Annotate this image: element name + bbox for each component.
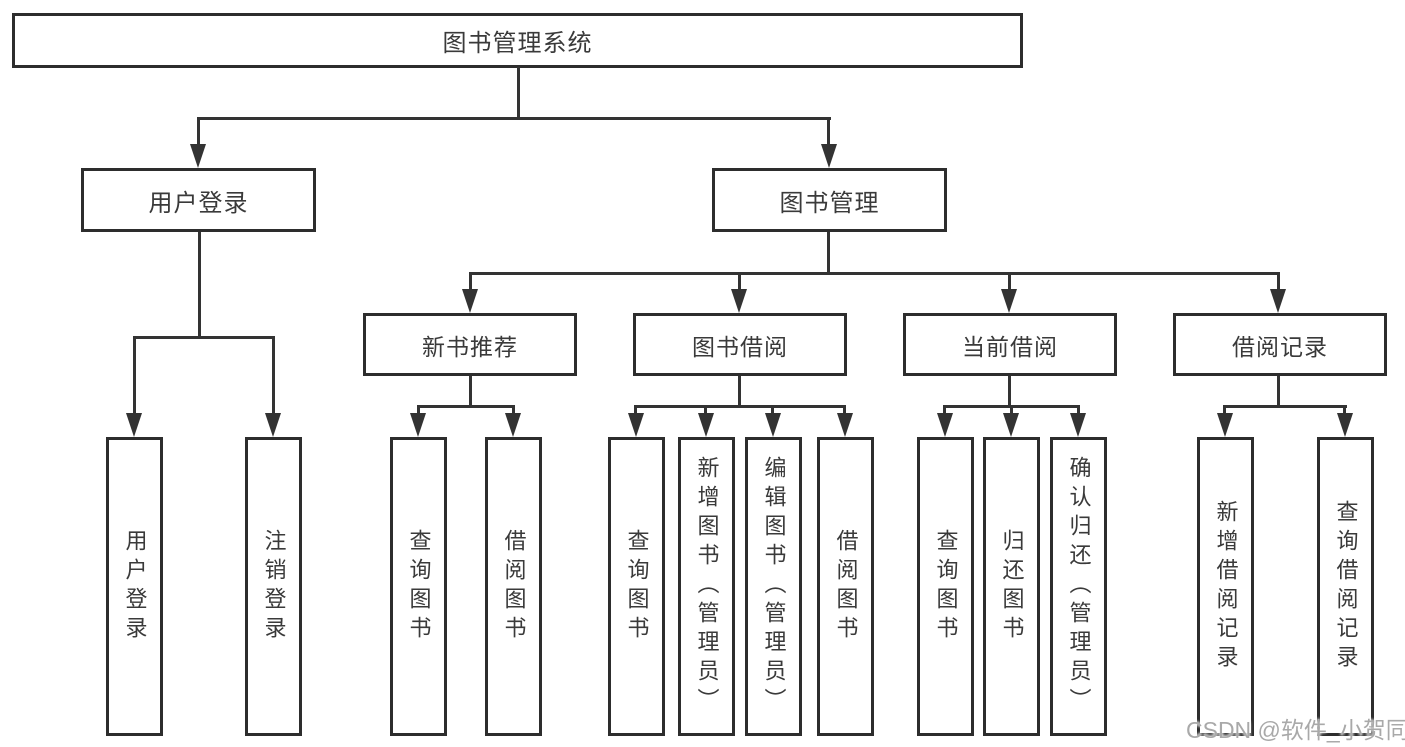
node-borrow-records-label: 借阅记录 bbox=[1232, 333, 1328, 360]
leaf-current-query-books: 查询图书 bbox=[917, 437, 974, 736]
connector-records-drop-1 bbox=[1223, 405, 1226, 415]
connector-l1-drop-right bbox=[827, 117, 830, 147]
leaf-borrow-edit-books-admin: 编辑图书（管理员） bbox=[745, 437, 802, 736]
leaf-current-confirm-return-admin-label: 确认归还（管理员） bbox=[1066, 456, 1092, 717]
connector-bookborrow-drop-1 bbox=[634, 405, 637, 415]
arrow-to-borrow-records bbox=[1270, 289, 1286, 313]
connector-records-stem bbox=[1277, 376, 1280, 407]
connector-l3-drop-newbooks bbox=[469, 272, 472, 291]
leaf-newbooks-query-books-label: 查询图书 bbox=[406, 528, 432, 645]
node-new-books-label: 新书推荐 bbox=[422, 333, 518, 360]
connector-userlogin-bar bbox=[133, 336, 275, 339]
connector-l3-drop-currentborrow bbox=[1008, 272, 1011, 291]
leaf-user-login: 用户登录 bbox=[106, 437, 163, 736]
arrow-to-bb-query bbox=[628, 413, 644, 437]
node-book-mgmt: 图书管理 bbox=[712, 168, 947, 232]
connector-userlogin-drop-2 bbox=[272, 336, 275, 414]
connector-currentborrow-drop-1 bbox=[943, 405, 946, 415]
arrow-to-br-add bbox=[1217, 413, 1233, 437]
arrow-to-current-borrow bbox=[1001, 289, 1017, 313]
leaf-logout: 注销登录 bbox=[245, 437, 302, 736]
node-user-login: 用户登录 bbox=[81, 168, 316, 232]
connector-l3-bar bbox=[469, 272, 1280, 275]
connector-newbooks-bar bbox=[417, 405, 515, 408]
leaf-newbooks-query-books: 查询图书 bbox=[390, 437, 447, 736]
leaf-user-login-label: 用户登录 bbox=[122, 528, 148, 645]
arrow-to-cb-query bbox=[937, 413, 953, 437]
arrow-to-cb-confirm bbox=[1070, 413, 1086, 437]
connector-currentborrow-drop-3 bbox=[1077, 405, 1080, 415]
node-book-borrow: 图书借阅 bbox=[633, 313, 847, 376]
connector-bookborrow-bar bbox=[634, 405, 846, 408]
leaf-borrow-query-books: 查询图书 bbox=[608, 437, 665, 736]
arrow-to-bb-edit bbox=[765, 413, 781, 437]
connector-records-bar bbox=[1224, 405, 1347, 408]
connector-l3-drop-records bbox=[1277, 272, 1280, 291]
connector-bookborrow-drop-3 bbox=[771, 405, 774, 415]
watermark: CSDN @软件_小贺同学 bbox=[1186, 717, 1405, 743]
leaf-borrow-add-books-admin-label: 新增图书（管理员） bbox=[694, 456, 720, 717]
connector-newbooks-drop-1 bbox=[417, 405, 420, 415]
leaf-current-query-books-label: 查询图书 bbox=[933, 528, 959, 645]
connector-newbooks-stem bbox=[469, 376, 472, 407]
node-new-books: 新书推荐 bbox=[363, 313, 577, 376]
node-current-borrow-label: 当前借阅 bbox=[962, 333, 1058, 360]
node-book-borrow-label: 图书借阅 bbox=[692, 333, 788, 360]
connector-bookborrow-drop-4 bbox=[843, 405, 846, 415]
arrow-to-bb-add bbox=[698, 413, 714, 437]
connector-records-drop-2 bbox=[1343, 405, 1346, 415]
leaf-newbooks-borrow-books-label: 借阅图书 bbox=[501, 528, 527, 645]
arrow-to-user-login bbox=[190, 144, 206, 168]
connector-userlogin-drop-1 bbox=[133, 336, 136, 414]
connector-bookborrow-drop-2 bbox=[704, 405, 707, 415]
arrow-to-nb-query bbox=[410, 413, 426, 437]
leaf-current-return-books-label: 归还图书 bbox=[999, 528, 1025, 645]
leaf-records-query-record-label: 查询借阅记录 bbox=[1333, 499, 1359, 674]
connector-currentborrow-drop-2 bbox=[1010, 405, 1013, 415]
node-root-label: 图书管理系统 bbox=[442, 30, 593, 57]
connector-l1-drop-left bbox=[197, 117, 200, 147]
connector-currentborrow-stem bbox=[1008, 376, 1011, 407]
arrow-to-book-mgmt bbox=[821, 144, 837, 168]
connector-bookborrow-stem bbox=[738, 376, 741, 407]
arrow-to-leaf-logout bbox=[265, 413, 281, 437]
node-book-mgmt-label: 图书管理 bbox=[779, 189, 880, 217]
arrow-to-br-query bbox=[1337, 413, 1353, 437]
leaf-borrow-borrow-books: 借阅图书 bbox=[817, 437, 874, 736]
leaf-current-confirm-return-admin: 确认归还（管理员） bbox=[1050, 437, 1107, 736]
connector-newbooks-drop-2 bbox=[512, 405, 515, 415]
node-user-login-label: 用户登录 bbox=[148, 189, 249, 217]
leaf-newbooks-borrow-books: 借阅图书 bbox=[485, 437, 542, 736]
arrow-to-new-books bbox=[462, 289, 478, 313]
connector-l1-bar bbox=[197, 117, 831, 120]
node-root: 图书管理系统 bbox=[12, 13, 1023, 68]
leaf-logout-label: 注销登录 bbox=[261, 528, 287, 645]
arrow-to-nb-borrow bbox=[505, 413, 521, 437]
leaf-borrow-add-books-admin: 新增图书（管理员） bbox=[678, 437, 735, 736]
node-current-borrow: 当前借阅 bbox=[903, 313, 1117, 376]
connector-bookmgmt-stem bbox=[827, 232, 830, 275]
connector-userlogin-stem bbox=[198, 232, 201, 338]
connector-l3-drop-bookborrow bbox=[738, 272, 741, 291]
arrow-to-leaf-user-login bbox=[126, 413, 142, 437]
leaf-borrow-edit-books-admin-label: 编辑图书（管理员） bbox=[761, 456, 787, 717]
leaf-records-query-record: 查询借阅记录 bbox=[1317, 437, 1374, 736]
connector-root-stem bbox=[517, 67, 520, 119]
leaf-borrow-query-books-label: 查询图书 bbox=[624, 528, 650, 645]
leaf-records-add-record: 新增借阅记录 bbox=[1197, 437, 1254, 736]
arrow-to-bb-borrow bbox=[837, 413, 853, 437]
leaf-current-return-books: 归还图书 bbox=[983, 437, 1040, 736]
arrow-to-book-borrow bbox=[731, 289, 747, 313]
leaf-borrow-borrow-books-label: 借阅图书 bbox=[833, 528, 859, 645]
arrow-to-cb-return bbox=[1003, 413, 1019, 437]
leaf-records-add-record-label: 新增借阅记录 bbox=[1213, 499, 1239, 674]
node-borrow-records: 借阅记录 bbox=[1173, 313, 1387, 376]
